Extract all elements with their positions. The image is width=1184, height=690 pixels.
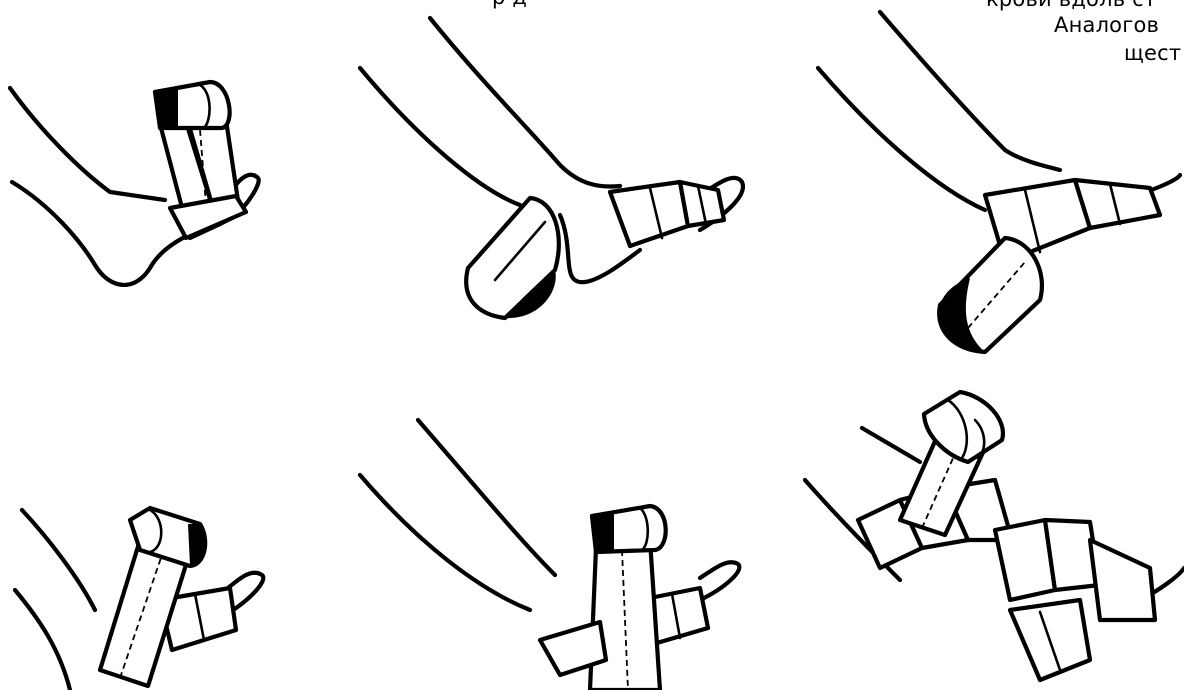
panel-step-4	[15, 508, 263, 690]
panel-step-2	[360, 18, 743, 318]
panel-step-3	[818, 12, 1180, 352]
panel-step-5	[360, 420, 739, 690]
panel-step-6	[805, 392, 1184, 680]
panel-step-1	[10, 82, 259, 285]
